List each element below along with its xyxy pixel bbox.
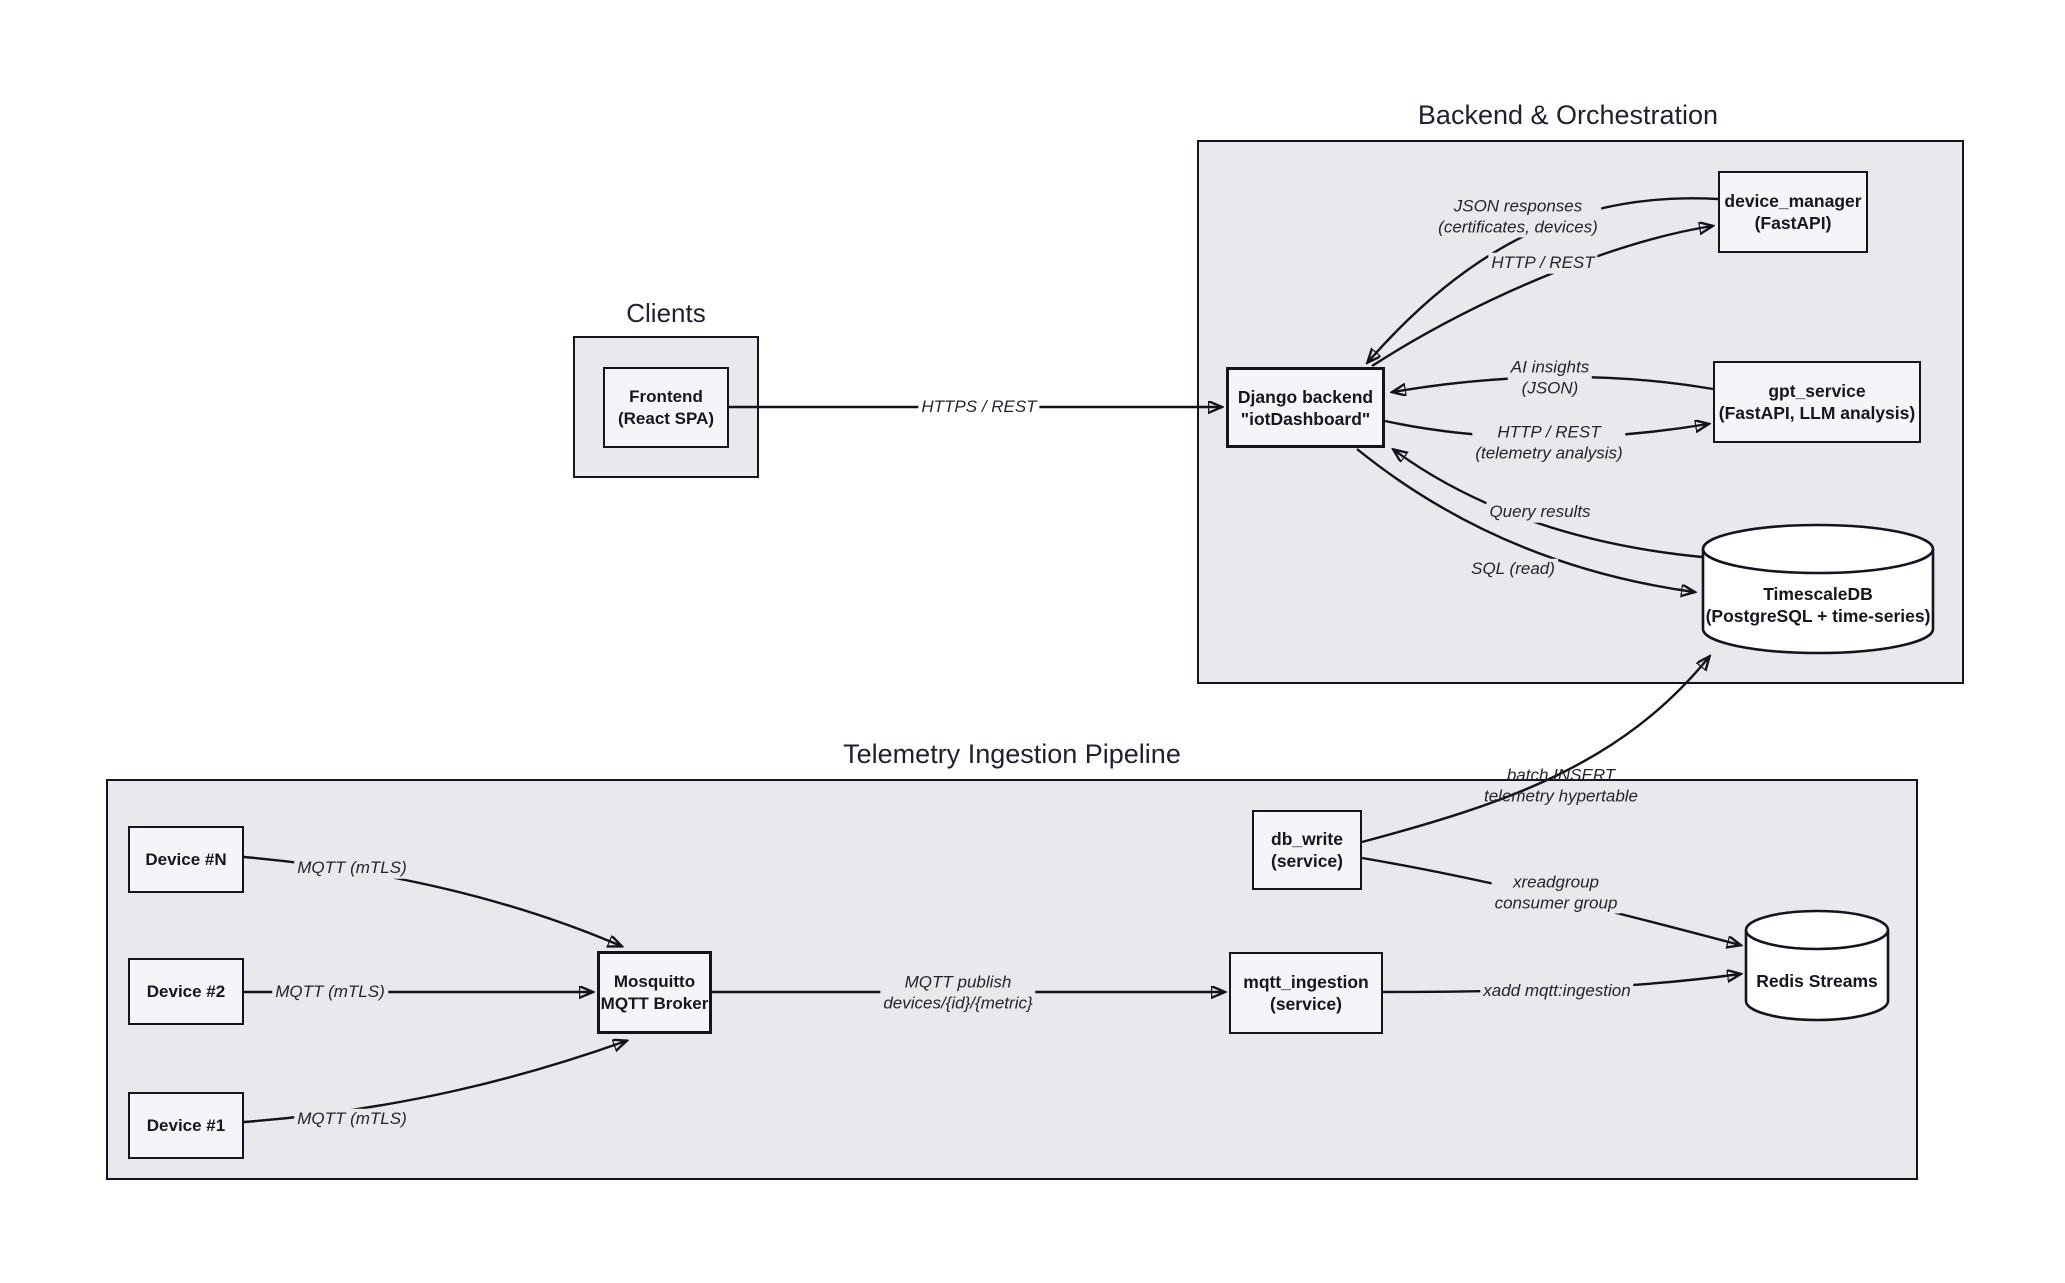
node-django-backend: Django backend "iotDashboard" (1226, 367, 1385, 448)
node-timescaledb-label-2: (PostgreSQL + time-series) (1705, 606, 1931, 626)
redis-cylinder-icon (1744, 909, 1890, 1022)
node-frontend: Frontend (React SPA) (603, 367, 729, 448)
edge-label-mqtt-mtls-2: MQTT (mTLS) (272, 981, 388, 1003)
node-mosquitto-broker: Mosquitto MQTT Broker (597, 951, 712, 1034)
edge-label-json-responses-line1: JSON responses (1453, 196, 1583, 216)
edge-label-xreadgroup-line2: consumer group (1494, 893, 1618, 912)
node-db-write-label-2: (service) (1271, 851, 1343, 871)
node-device-n-label: Device #N (145, 849, 227, 869)
node-django-label-1: Django backend (1237, 386, 1374, 407)
node-device-1-label: Device #1 (146, 1115, 226, 1135)
node-device-1: Device #1 (128, 1092, 244, 1159)
group-pipeline-title: Telemetry Ingestion Pipeline (843, 739, 1181, 769)
edge-label-batch-insert-line1: batch INSERT (1506, 765, 1616, 785)
edge-label-ai-insights-line1: AI insights (1510, 357, 1590, 377)
node-mosquitto-label-2: MQTT Broker (600, 993, 709, 1013)
edge-label-xadd: xadd mqtt:ingestion (1480, 980, 1634, 1002)
edge-label-batch-insert: batch INSERT telemetry hypertable (1481, 766, 1641, 807)
edge-label-mqtt-mtls-n: MQTT (mTLS) (294, 857, 410, 879)
node-device-manager-label-1: device_manager (1724, 191, 1862, 211)
node-frontend-label-2: (React SPA) (617, 408, 715, 428)
group-backend-title: Backend & Orchestration (1417, 100, 1719, 130)
node-redis-streams: Redis Streams (1744, 909, 1890, 1022)
edge-label-http-rest-telemetry-line1: HTTP / REST (1497, 422, 1601, 442)
node-device-manager-label-2: (FastAPI) (1754, 213, 1832, 233)
timescaledb-cylinder-icon (1701, 523, 1935, 655)
node-gpt-service-label-1: gpt_service (1768, 381, 1866, 401)
edge-label-http-rest-telemetry: HTTP / REST (telemetry analysis) (1472, 422, 1626, 464)
edge-label-mqtt-publish: MQTT publish devices/{id}/{metric} (880, 972, 1036, 1014)
edge-label-xreadgroup-line1: xreadgroup (1512, 872, 1599, 892)
node-django-label-2: "iotDashboard" (1240, 408, 1371, 429)
edge-label-json-responses-line2: (certificates, devices) (1438, 217, 1598, 236)
edge-label-ai-insights-line2: (JSON) (1521, 378, 1579, 397)
node-device-manager: device_manager (FastAPI) (1718, 171, 1868, 253)
node-mosquitto-label-1: Mosquitto (613, 971, 696, 991)
node-redis-streams-label: Redis Streams (1756, 971, 1878, 991)
edge-label-mqtt-publish-line2: devices/{id}/{metric} (883, 993, 1033, 1012)
edge-label-query-results: Query results (1486, 501, 1594, 523)
node-mqtt-ingestion: mqtt_ingestion (service) (1229, 952, 1383, 1034)
node-mqtt-ingestion-label-1: mqtt_ingestion (1243, 972, 1369, 992)
node-frontend-label-1: Frontend (629, 386, 703, 406)
node-db-write: db_write (service) (1252, 810, 1362, 890)
edge-label-https-rest: HTTPS / REST (918, 396, 1040, 418)
node-gpt-service-label-2: (FastAPI, LLM analysis) (1718, 403, 1916, 423)
node-device-2: Device #2 (128, 958, 244, 1025)
edge-label-sql-read: SQL (read) (1468, 558, 1558, 580)
node-mqtt-ingestion-label-2: (service) (1270, 994, 1342, 1014)
node-timescaledb: TimescaleDB (PostgreSQL + time-series) (1701, 523, 1935, 655)
node-device-n: Device #N (128, 826, 244, 893)
edge-label-http-rest-device-manager: HTTP / REST (1488, 252, 1598, 274)
edge-label-http-rest-telemetry-line2: (telemetry analysis) (1475, 443, 1623, 462)
node-device-2-label: Device #2 (146, 981, 226, 1001)
edge-label-batch-insert-line2: telemetry hypertable (1483, 786, 1639, 805)
node-db-write-label-1: db_write (1271, 829, 1343, 849)
node-gpt-service: gpt_service (FastAPI, LLM analysis) (1713, 361, 1921, 443)
node-timescaledb-label-1: TimescaleDB (1763, 584, 1873, 604)
edge-label-mqtt-publish-line1: MQTT publish (904, 972, 1012, 992)
group-clients-title: Clients (626, 298, 706, 328)
edge-label-ai-insights: AI insights (JSON) (1507, 357, 1593, 399)
edge-label-mqtt-mtls-1: MQTT (mTLS) (294, 1108, 410, 1130)
edge-label-xreadgroup: xreadgroup consumer group (1491, 872, 1621, 914)
edge-label-json-responses: JSON responses (certificates, devices) (1435, 196, 1601, 238)
